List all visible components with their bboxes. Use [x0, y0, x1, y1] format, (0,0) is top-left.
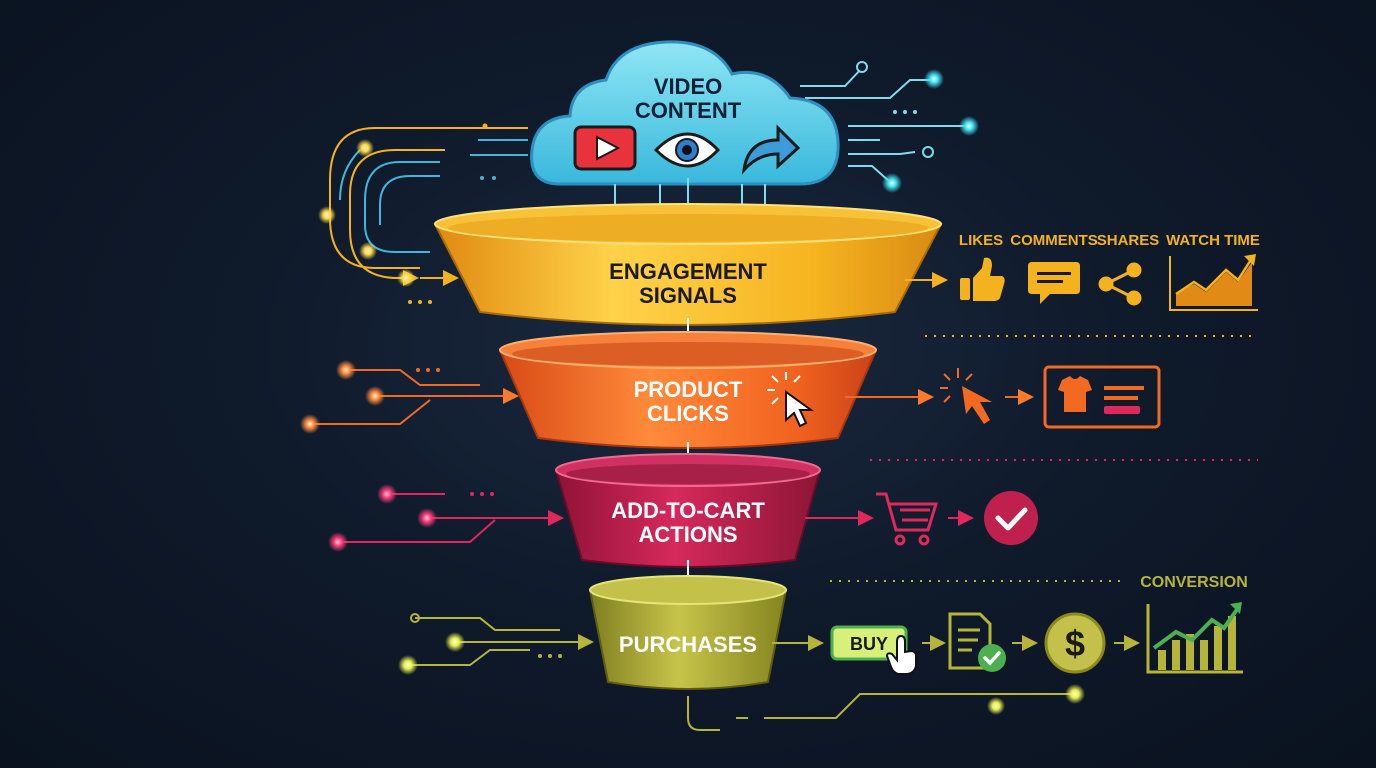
right-cyan-dots	[882, 69, 979, 193]
stage-cart-line2: ACTIONS	[639, 522, 738, 547]
stage-clicks-line2: CLICKS	[647, 401, 729, 426]
metric-shares-label: SHARES	[1097, 232, 1160, 249]
buy-button: BUY	[830, 625, 908, 661]
cloud-title-line2: CONTENT	[635, 98, 742, 123]
share-nodes-icon	[1098, 262, 1142, 306]
metric-likes-label: LIKES	[959, 232, 1003, 249]
metric-watch-time-label: WATCH TIME	[1166, 232, 1260, 249]
left-circuit-lines	[310, 127, 594, 666]
bottom-dot-1	[987, 697, 1005, 715]
buy-button-label: BUY	[850, 634, 888, 654]
stage-add-to-cart: ADD-TO-CART ACTIONS	[554, 453, 822, 568]
stage-clicks-line1: PRODUCT	[634, 377, 743, 402]
stage-product-clicks: PRODUCT CLICKS	[498, 331, 878, 449]
watch-time-chart-icon	[1169, 254, 1258, 311]
left-glow-dots	[300, 123, 562, 675]
dollar-coin-symbol: $	[1065, 623, 1085, 664]
thumbs-up-icon	[960, 257, 1005, 301]
stage-purchases-label: PURCHASES	[619, 632, 757, 657]
stage-cart-line1: ADD-TO-CART	[611, 498, 765, 523]
product-card-icon	[1043, 365, 1161, 429]
play-icon	[573, 125, 637, 171]
dollar-coin-icon: $	[1044, 612, 1106, 674]
bottom-circuit	[687, 693, 1074, 731]
eye-icon	[653, 132, 721, 168]
stage-engagement: ENGAGEMENT SIGNALS	[433, 203, 943, 326]
conversion-chart-icon	[1146, 602, 1243, 674]
check-circle-icon	[984, 491, 1038, 545]
engagement-metrics: LIKES COMMENTS SHARES WATCH TIME	[959, 232, 1260, 311]
right-cyan-circuit	[800, 61, 968, 183]
share-arrow-icon	[741, 124, 801, 175]
purchase-flow: BUY $ CONVERSION	[830, 574, 1248, 675]
bottom-dot-2	[1065, 684, 1085, 704]
product-click-flow	[940, 365, 1161, 429]
cart-flow	[876, 491, 1038, 546]
orange-cursor-icon	[940, 368, 992, 424]
conversion-label: CONVERSION	[1140, 574, 1248, 591]
cloud-title-line1: VIDEO	[654, 74, 722, 99]
stage-purchases: PURCHASES	[588, 575, 788, 690]
click-cursor-icon	[767, 372, 815, 428]
metric-comments-label: COMMENTS	[1010, 232, 1098, 249]
shopping-cart-icon	[876, 492, 939, 546]
stage-engagement-line2: SIGNALS	[639, 283, 737, 308]
comment-icon	[1028, 262, 1080, 304]
invoice-check-icon	[948, 612, 1006, 672]
video-content-cloud: VIDEO CONTENT	[530, 40, 840, 226]
hand-pointer-icon	[885, 634, 917, 675]
stage-engagement-line1: ENGAGEMENT	[609, 259, 767, 284]
